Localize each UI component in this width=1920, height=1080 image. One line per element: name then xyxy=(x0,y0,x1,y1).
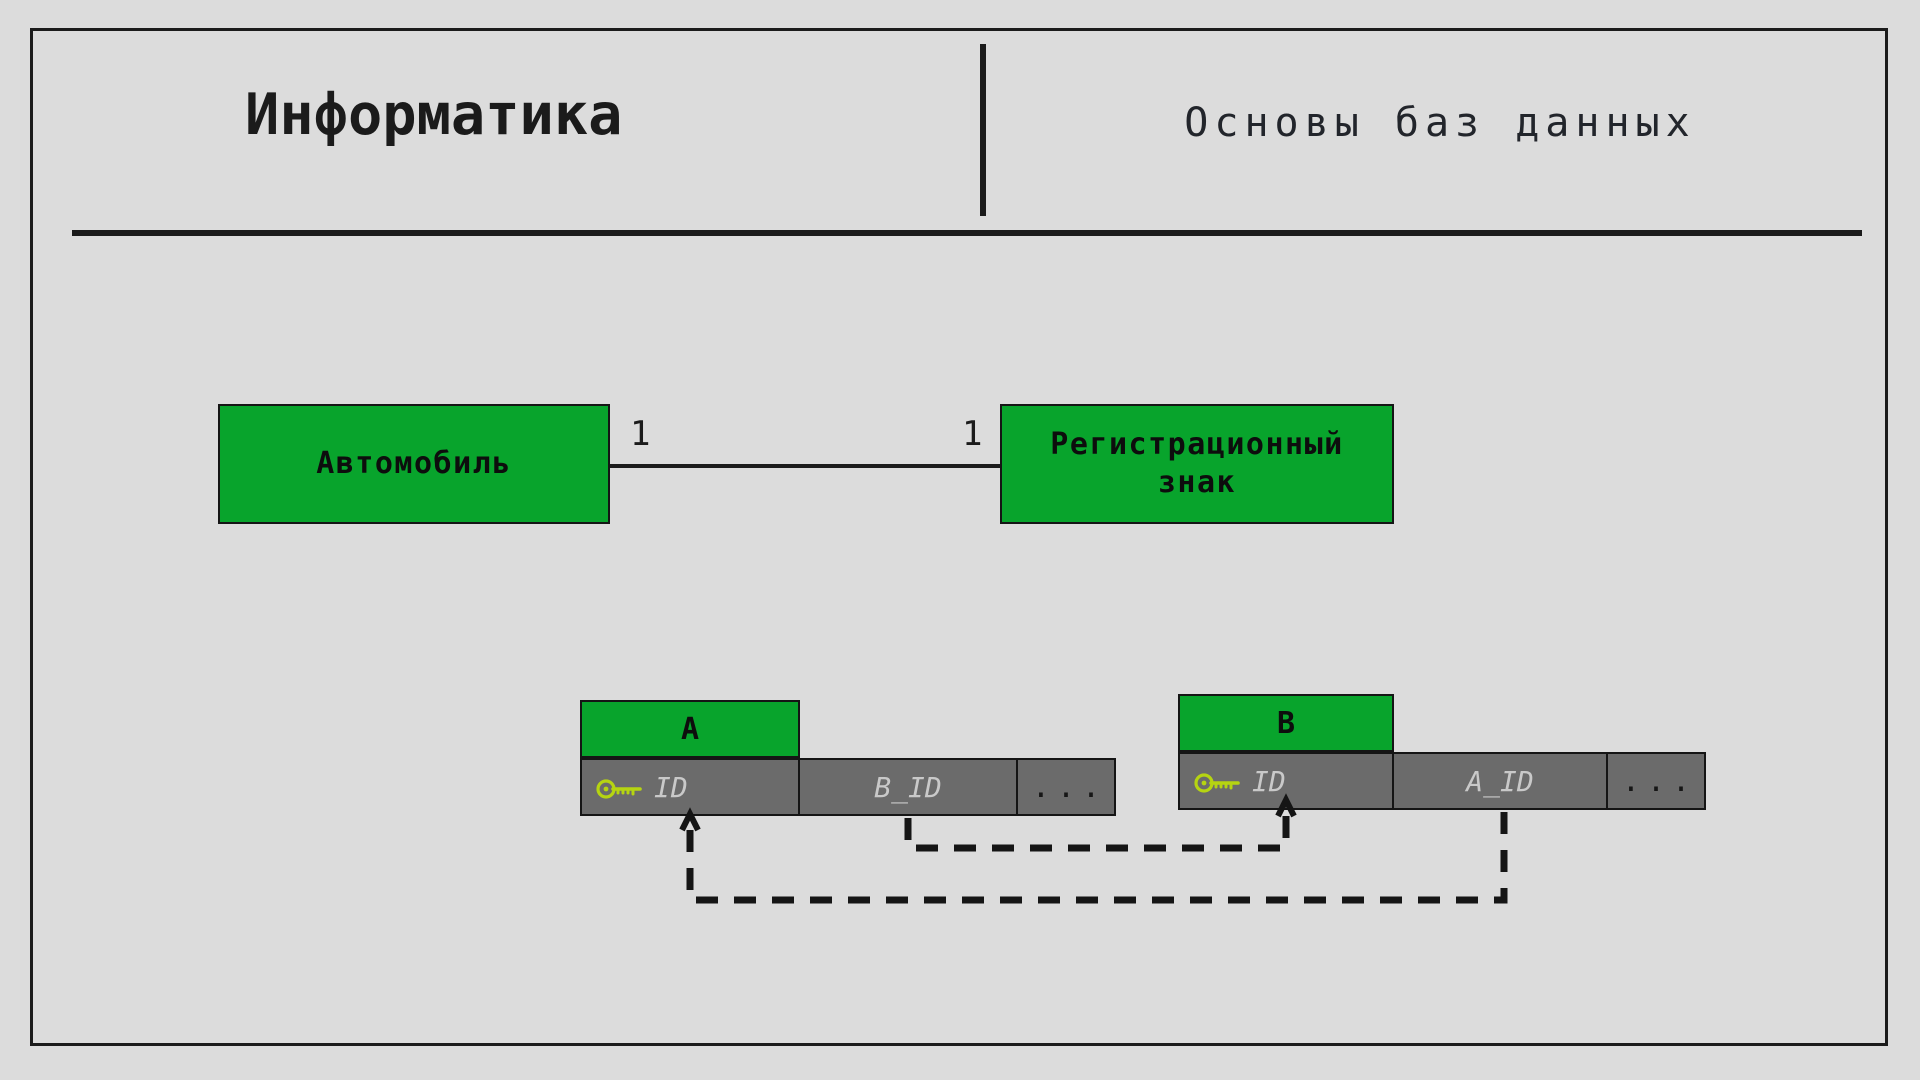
key-icon xyxy=(596,775,644,799)
relationship-line-icon xyxy=(610,464,1000,468)
page-title: Информатика xyxy=(245,82,623,148)
table-b-column-more: ... xyxy=(1606,752,1706,810)
table-b-column-id-label: ID xyxy=(1252,764,1286,798)
table-a-column-more: ... xyxy=(1016,758,1116,816)
er-entity-car: Автомобиль xyxy=(218,404,610,524)
table-a-column-id-label: ID xyxy=(654,770,688,804)
cardinality-left: 1 xyxy=(630,414,651,454)
vertical-divider-icon xyxy=(980,44,986,216)
table-b-columns-row: ID A_ID ... xyxy=(1178,752,1706,810)
table-a-column-b-id: B_ID xyxy=(798,758,1018,816)
key-icon xyxy=(1194,769,1242,793)
table-a-column-id: ID xyxy=(580,758,800,816)
slide-frame-border xyxy=(30,28,1888,1046)
table-b-column-a-id: A_ID xyxy=(1392,752,1608,810)
table-b-name: B xyxy=(1178,694,1394,752)
cardinality-right: 1 xyxy=(962,414,983,454)
table-b-column-id: ID xyxy=(1178,752,1394,810)
horizontal-rule-icon xyxy=(72,230,1862,236)
table-a-columns-row: ID B_ID ... xyxy=(580,758,1116,816)
page-subtitle: Основы баз данных xyxy=(1184,100,1696,146)
table-a-name: A xyxy=(580,700,800,758)
